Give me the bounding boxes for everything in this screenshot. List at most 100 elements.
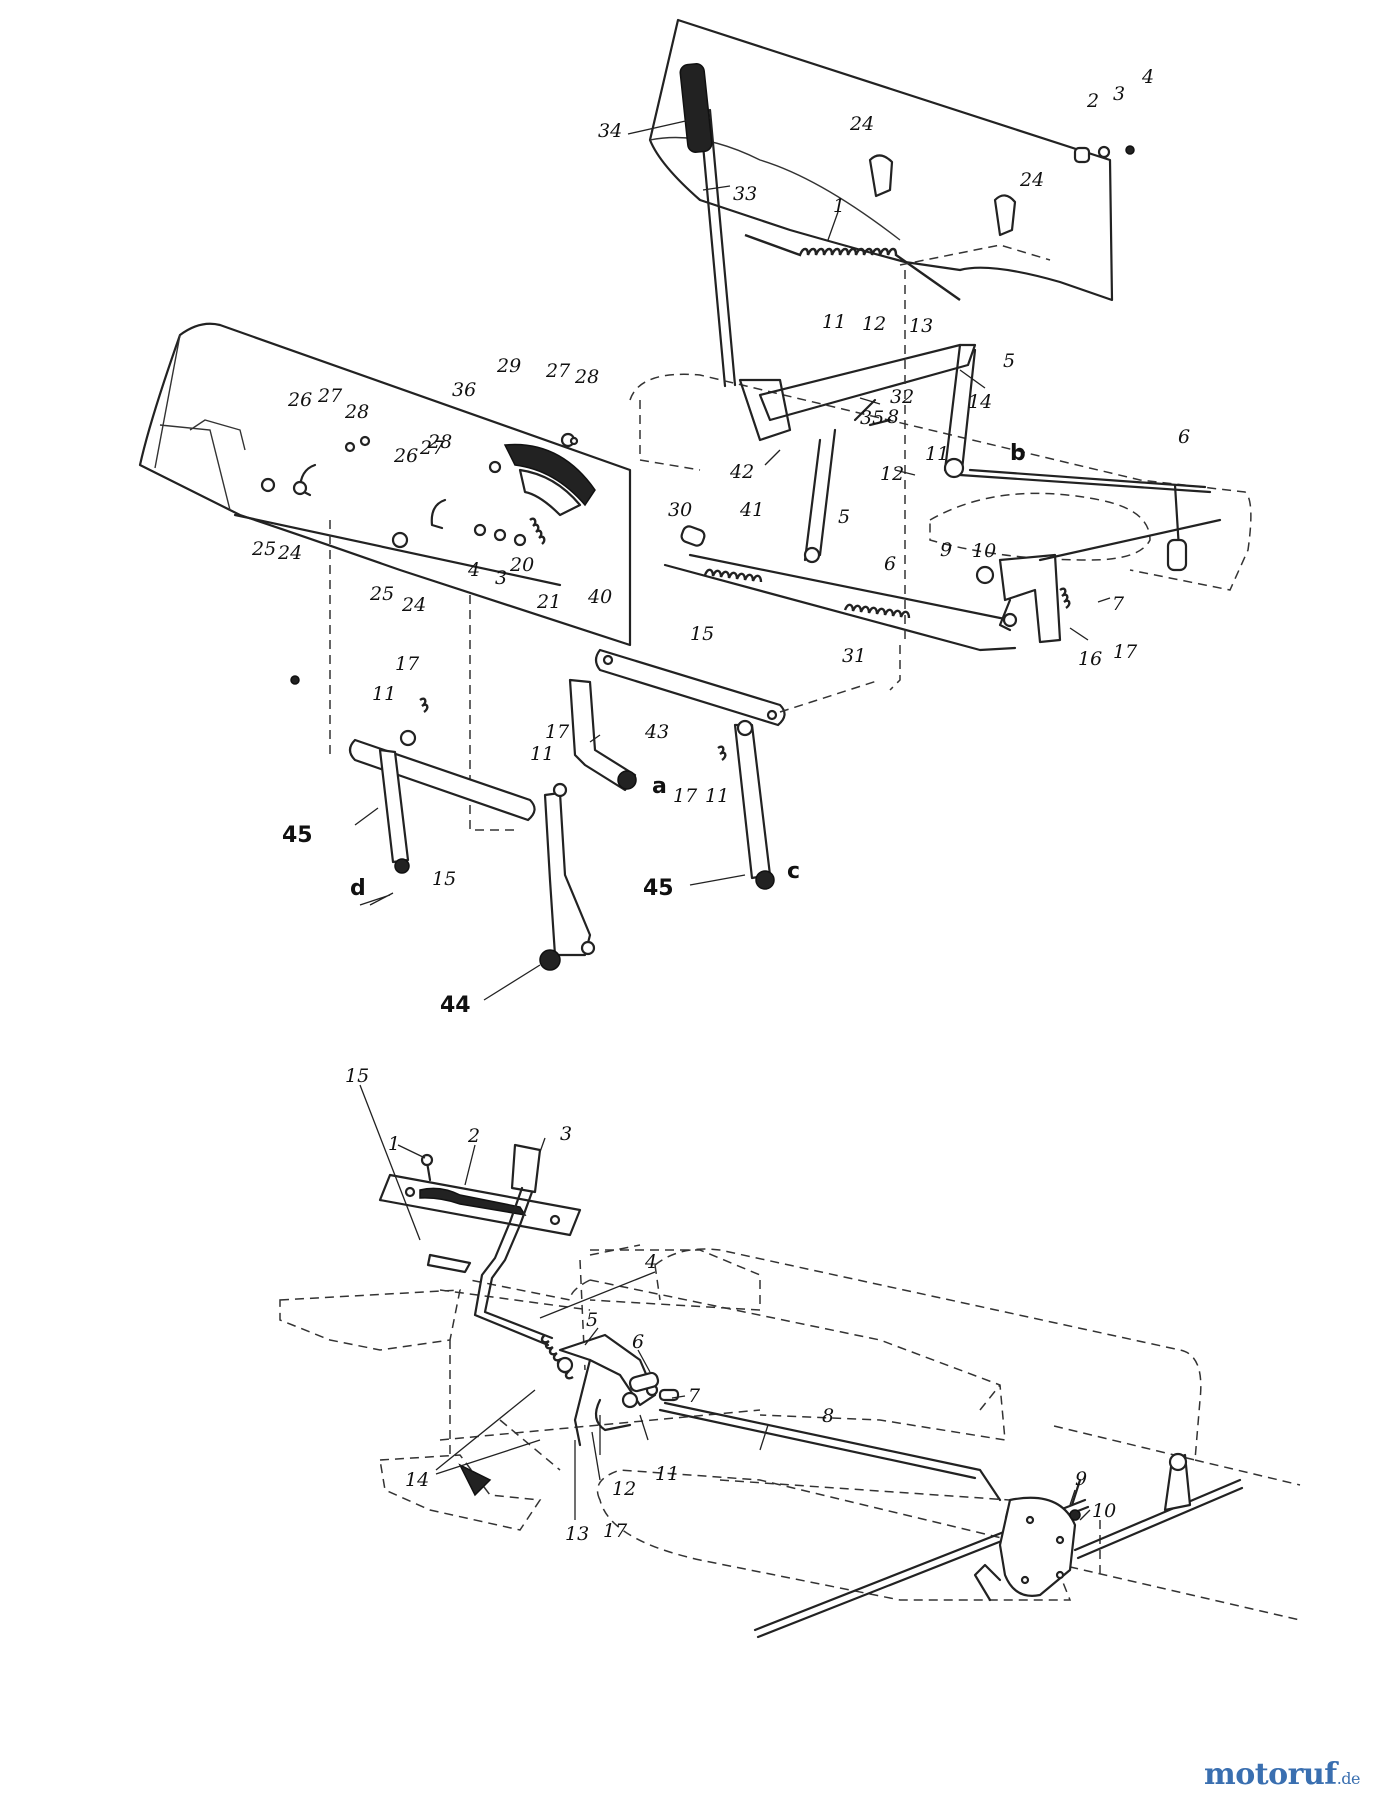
callout-21: 21: [536, 591, 561, 613]
callout-3: 3: [560, 1123, 572, 1145]
bracket-plate: [998, 1496, 1077, 1597]
callout-7: 7: [1112, 593, 1125, 615]
callout-15: 15: [345, 1065, 369, 1087]
callout-17: 17: [545, 721, 570, 743]
callout-2: 2: [1086, 90, 1099, 112]
callout-45: 45: [282, 823, 313, 848]
lower-rod: [688, 553, 1012, 622]
leaders-top: [354, 119, 1111, 1001]
callout-28: 28: [344, 401, 369, 423]
watermark: motoruf.de: [1204, 1757, 1360, 1792]
spring-31: [843, 603, 911, 619]
callout-10: 10: [1092, 1500, 1116, 1522]
callout-45: 45: [643, 876, 674, 901]
callout-13: 13: [565, 1523, 589, 1545]
callout-2: 2: [467, 1125, 480, 1147]
callout-9: 9: [1075, 1468, 1087, 1490]
callout-5: 5: [586, 1309, 598, 1331]
callout-35: 35: [860, 407, 884, 429]
callout-12: 12: [880, 463, 904, 485]
callout-14: 14: [405, 1469, 429, 1491]
top-assembly: [138, 18, 1252, 1001]
rod-8: [663, 1401, 1002, 1502]
callout-12: 12: [862, 313, 886, 335]
callout-32: 32: [890, 386, 914, 408]
callout-6: 6: [884, 553, 896, 575]
callout-33: 33: [733, 183, 757, 205]
callout-8: 8: [822, 1405, 834, 1427]
callout-20: 20: [509, 554, 534, 576]
callout-36: 36: [452, 379, 476, 401]
callout-6: 6: [1178, 426, 1190, 448]
callout-15: 15: [690, 623, 714, 645]
callouts-top: 34 33 24 2 3 4 24 1 11 12 13 5 32 8 14 3…: [251, 66, 1190, 1018]
callout-29: 29: [496, 355, 521, 377]
callout-14: 14: [968, 391, 992, 413]
callout-12: 12: [612, 1478, 636, 1500]
quadrant-29: [503, 443, 596, 507]
callout-11: 11: [822, 311, 846, 333]
callout-24: 24: [1019, 169, 1044, 191]
callout-40: 40: [587, 586, 612, 608]
callouts-bottom: 1 2 3 15 4 5 6 7 14 12 11 8 17 13 9 10: [345, 1065, 1116, 1545]
callout-27: 27: [317, 385, 343, 407]
callout-24: 24: [849, 113, 874, 135]
watermark-name: motoruf: [1204, 1757, 1337, 1792]
callout-43: 43: [644, 721, 669, 743]
callout-17: 17: [603, 1520, 628, 1542]
callout-a: a: [652, 774, 667, 799]
link-15-upper: [594, 648, 786, 727]
callout-24: 24: [277, 542, 302, 564]
callout-4: 4: [1141, 66, 1154, 88]
callout-42: 42: [729, 461, 754, 483]
callout-5: 5: [838, 506, 850, 528]
callout-11: 11: [530, 743, 554, 765]
callout-34: 34: [598, 120, 622, 142]
callout-17: 17: [395, 653, 420, 675]
callout-28: 28: [574, 366, 599, 388]
callout-24: 24: [401, 594, 426, 616]
rear-panel: [648, 18, 1114, 302]
callout-31: 31: [842, 645, 866, 667]
callout-3: 3: [1113, 83, 1125, 105]
callout-41: 41: [739, 499, 764, 521]
body-outline: [654, 1248, 1301, 1486]
callout-3: 3: [495, 567, 507, 589]
callout-13: 13: [909, 315, 933, 337]
callout-b: b: [1010, 441, 1026, 466]
callout-15: 15: [432, 868, 456, 890]
spring-1: [744, 233, 961, 301]
arm-44: [543, 791, 592, 957]
callout-c: c: [787, 859, 800, 884]
callout-17: 17: [673, 785, 698, 807]
callout-5: 5: [1003, 350, 1015, 372]
callout-4: 4: [644, 1251, 657, 1273]
callout-7: 7: [688, 1385, 701, 1407]
callout-11: 11: [372, 683, 396, 705]
frame-outline: [629, 244, 1252, 591]
callout-11: 11: [925, 443, 949, 465]
mower-deck-shape: [279, 1289, 461, 1351]
watermark-suffix: .de: [1336, 1769, 1361, 1788]
callout-6: 6: [632, 1331, 644, 1353]
callout-16: 16: [1078, 648, 1102, 670]
callout-d: d: [350, 876, 366, 901]
callout-27: 27: [545, 360, 571, 382]
callout-25: 25: [251, 538, 276, 560]
cross-shaft-6: [958, 473, 1212, 494]
callout-10: 10: [972, 540, 996, 562]
callout-26: 26: [287, 389, 312, 411]
callout-4: 4: [467, 559, 480, 581]
shift-knob: [510, 1143, 542, 1194]
control-panel: [138, 322, 632, 647]
callout-44: 44: [440, 993, 471, 1018]
callout-1: 1: [833, 195, 845, 217]
callout-30: 30: [668, 499, 692, 521]
callout-26: 26: [393, 445, 418, 467]
callout-28: 28: [427, 431, 452, 453]
bracket-7: [998, 553, 1062, 644]
callout-8: 8: [887, 406, 899, 428]
arm-45-right: [733, 723, 772, 880]
callout-27: 27: [419, 437, 445, 459]
callout-9: 9: [940, 539, 952, 561]
